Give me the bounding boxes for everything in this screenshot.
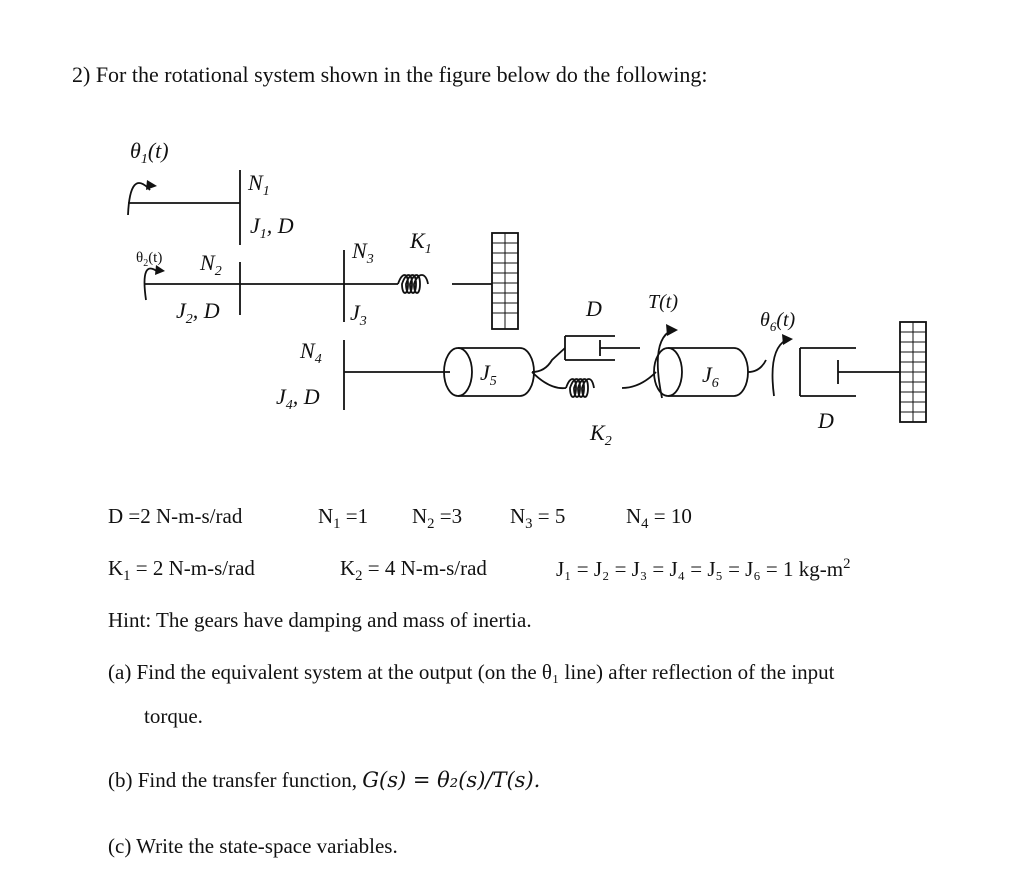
- label-d-top: D: [585, 296, 602, 321]
- question-title: 2) For the rotational system shown in th…: [72, 62, 708, 87]
- transfer-function: G(s) = θ₂(s)/T(s).: [362, 768, 541, 792]
- param-n4: N4 = 10: [626, 504, 692, 533]
- part-b: (b) Find the transfer function, G(s) = θ…: [108, 768, 541, 792]
- label-j1d: J1, D: [250, 213, 294, 242]
- param-j-equal: J₁ = J₂ = J₃ = J₄ = J₅ = J₆ = 1 kg-m2: [556, 556, 851, 581]
- part-c: (c) Write the state-space variables.: [108, 834, 398, 858]
- spring-k1: [397, 274, 429, 294]
- param-d: D =2 N-m-s/rad: [108, 504, 243, 528]
- label-j3: J3: [350, 300, 367, 329]
- param-n2: N2 =3: [412, 504, 463, 533]
- label-n3: N3: [351, 238, 374, 267]
- rotational-system-figure: θ1(t) N1 J1, D θ2(t) N2 J2, D N3 K1 J3 N…: [127, 138, 927, 449]
- theta2-arrow: [143, 267, 159, 301]
- label-theta1: θ1(t): [130, 138, 169, 167]
- label-j5: J5: [480, 360, 497, 389]
- label-j2d: J2, D: [176, 298, 220, 327]
- label-theta6: θ6(t): [760, 309, 796, 334]
- hint-text: Hint: The gears have damping and mass of…: [108, 608, 532, 632]
- param-n1: N1 =1: [318, 504, 369, 533]
- torque-arrow: [656, 329, 673, 399]
- label-n4: N4: [299, 338, 322, 367]
- label-k2: K2: [589, 420, 612, 449]
- param-k1: K1 = 2 N-m-s/rad: [108, 556, 255, 585]
- label-theta2: θ2(t): [136, 250, 162, 269]
- label-n2: N2: [199, 250, 222, 279]
- part-a-line2: torque.: [144, 704, 203, 728]
- param-k2: K2 = 4 N-m-s/rad: [340, 556, 487, 585]
- label-k1: K1: [409, 228, 432, 257]
- label-n1: N1: [247, 170, 270, 199]
- label-j4d: J4, D: [276, 384, 320, 413]
- param-n3: N3 = 5: [510, 504, 566, 533]
- spring-k2: [565, 378, 595, 398]
- label-j6: J6: [702, 362, 719, 391]
- part-a-line1: (a) Find the equivalent system at the ou…: [108, 660, 835, 684]
- label-torque: T(t): [648, 291, 678, 313]
- theta6-arrow: [771, 339, 787, 397]
- label-d-right: D: [817, 408, 834, 433]
